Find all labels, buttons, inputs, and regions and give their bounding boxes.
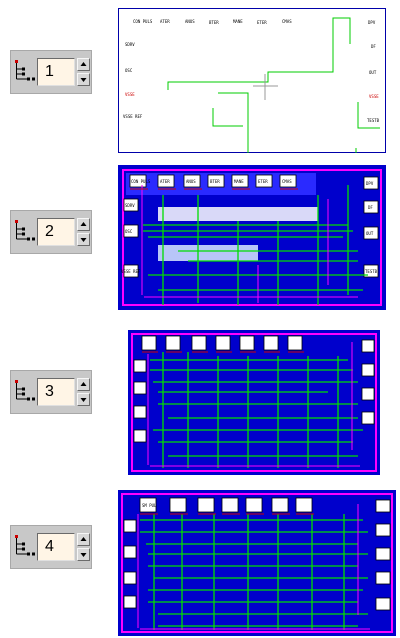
pad-label: MANE — [233, 19, 243, 24]
layout-row-2: 2 — [0, 165, 400, 310]
step-up-button[interactable] — [77, 378, 90, 391]
layout-row-1: 1 CON PULS ATER ANUS BTER MANE ETER CMAS… — [0, 8, 400, 153]
pad-label: ETER — [258, 179, 268, 184]
pad-label: ATER — [160, 19, 170, 24]
chip-layout-image-3 — [128, 330, 380, 475]
pad-label: TESTB — [367, 118, 380, 123]
pad-label: VSSE — [125, 92, 135, 97]
chip-layout-image-4: SM PUL — [118, 490, 396, 636]
pad-label: TESTB — [365, 269, 378, 274]
pad-label: BTER — [209, 20, 219, 25]
chip-layout-image-2: CON PULS ATER ANUS BTER MANE ETER CMAS S… — [118, 165, 386, 310]
pad-label: DF — [371, 44, 376, 49]
step-selector-1: 1 — [10, 50, 92, 94]
pad-label: CON PULS — [133, 19, 153, 24]
pad-label: VSSE REF — [121, 269, 141, 274]
arrow-down-icon — [80, 78, 87, 82]
pad-label: SDRV — [125, 203, 135, 208]
pad-label: OUT — [369, 70, 377, 75]
pad-label: ATER — [160, 179, 170, 184]
arrow-down-icon — [80, 398, 87, 402]
pad-label: DPV — [368, 20, 376, 25]
pad-label: MANE — [234, 179, 244, 184]
pad-label: VSSE REF — [123, 114, 143, 119]
step-down-button[interactable] — [77, 393, 90, 406]
step-selector-4: 4 — [10, 525, 92, 569]
step-number-field[interactable]: 4 — [37, 533, 75, 561]
step-down-button[interactable] — [77, 548, 90, 561]
step-down-button[interactable] — [77, 233, 90, 246]
pad-label: OSC — [125, 229, 133, 234]
step-up-button[interactable] — [77, 218, 90, 231]
arrow-up-icon — [80, 62, 87, 66]
hierarchy-tree-icon — [15, 380, 35, 401]
pad-label: ANUS — [186, 179, 196, 184]
pad-label: ANUS — [185, 19, 195, 24]
pad-label: SM PUL — [142, 503, 157, 508]
arrow-up-icon — [80, 537, 87, 541]
pad-label: OSC — [125, 68, 133, 73]
step-number-field[interactable]: 1 — [37, 58, 75, 86]
pad-label: BTER — [210, 179, 220, 184]
hierarchy-tree-icon — [15, 60, 35, 81]
step-number-field[interactable]: 3 — [37, 378, 75, 406]
pad-label: VSSE — [369, 94, 379, 99]
arrow-up-icon — [80, 382, 87, 386]
pad-label: SDRV — [125, 42, 135, 47]
step-up-button[interactable] — [77, 58, 90, 71]
arrow-up-icon — [80, 222, 87, 226]
layout-row-4: 4 — [0, 490, 400, 636]
chip-layout-image-1: CON PULS ATER ANUS BTER MANE ETER CMAS S… — [118, 8, 386, 153]
step-selector-2: 2 — [10, 210, 92, 254]
pad-label: OUT — [366, 231, 374, 236]
pad-label: DF — [368, 205, 373, 210]
step-up-button[interactable] — [77, 533, 90, 546]
pad-label: DPV — [366, 181, 374, 186]
pad-label: ETER — [257, 20, 267, 25]
hierarchy-tree-icon — [15, 535, 35, 556]
arrow-down-icon — [80, 238, 87, 242]
pad-label: CMAS — [282, 19, 292, 24]
step-selector-3: 3 — [10, 370, 92, 414]
hierarchy-tree-icon — [15, 220, 35, 241]
pad-label: CON PULS — [131, 179, 151, 184]
step-number-field[interactable]: 2 — [37, 218, 75, 246]
pad-label: CMAS — [282, 179, 292, 184]
arrow-down-icon — [80, 553, 87, 557]
layout-row-3: 3 — [0, 330, 400, 475]
step-down-button[interactable] — [77, 73, 90, 86]
